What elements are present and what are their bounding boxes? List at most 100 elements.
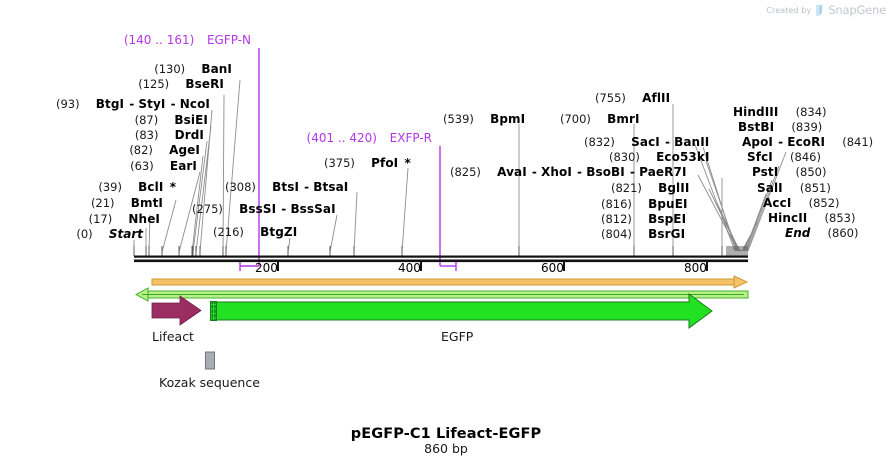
site-label-bcli[interactable]: (39) BclI * [0, 178, 176, 194]
site-name-nhei: NheI [128, 212, 160, 226]
site-pos-aflii: (755) [595, 91, 626, 105]
feature-label-egfp-n[interactable]: (140 .. 161) EGFP-N [0, 34, 251, 46]
site-pos-nhei: (17) [88, 212, 113, 226]
site-label-start[interactable]: (0) Start [0, 225, 143, 241]
site-name-aflii: AflII [642, 91, 671, 105]
plasmid-length: 860 bp [424, 441, 468, 456]
site-label-avai-cluster[interactable]: (825) AvaI - XhoI - BsoBI - PaeR7I [450, 165, 687, 179]
ruler-label-600: 600 [541, 261, 564, 275]
egfp-label: EGFP [441, 329, 474, 344]
site-name-eari: EarI [169, 159, 197, 173]
site-pos-end: (860) [827, 226, 859, 240]
site-pos-acci: (852) [808, 196, 840, 210]
site-label-bsssi-bsssai[interactable]: (275) BssSI - BssSaI [192, 202, 336, 216]
site-label-hincii[interactable]: HincII (853) [768, 209, 855, 225]
ruler-ticks [277, 262, 708, 271]
site-label-agei[interactable]: (82) AgeI [0, 141, 200, 157]
site-name-bpmi: BpmI [490, 112, 526, 126]
site-label-btsi-btsai[interactable]: (308) BtsI - BtsaI [225, 180, 349, 194]
site-pos-agei: (82) [129, 143, 153, 157]
site-pos-bpmi: (539) [443, 112, 474, 126]
egfp-arrow[interactable] [210, 293, 713, 329]
site-name-btgi: BtgI [95, 97, 125, 111]
site-pos-bsssi: (275) [192, 202, 223, 216]
site-pos-bani: (130) [154, 62, 186, 76]
site-label-hindiii[interactable]: HindIII (834) [733, 103, 827, 119]
site-name-acci: AccI [763, 196, 792, 210]
site-label-eco53ki[interactable]: (830) Eco53kI [609, 148, 710, 164]
site-label-bseri[interactable]: (125) BseRI [0, 75, 224, 91]
site-pos-bmti: (21) [90, 196, 115, 210]
site-pos-bseri: (125) [138, 77, 170, 91]
mrna-track [135, 287, 749, 302]
site-name-hincii: HincII [768, 211, 808, 225]
site-label-bpmi[interactable]: (539) BpmI [443, 110, 525, 126]
site-label-bpuei[interactable]: (816) BpuEI [601, 195, 688, 211]
site-label-bspei[interactable]: (812) BspEI [601, 210, 686, 226]
site-name-bsssi: BssSI [239, 202, 277, 216]
site-name-eco53ki: Eco53kI [656, 150, 710, 164]
site-pos-pfoi: (375) [324, 156, 355, 170]
lifeact-arrow[interactable] [151, 295, 202, 326]
site-name-bpuei: BpuEI [648, 197, 688, 211]
site-name-agei: AgeI [169, 143, 200, 157]
watermark-brand-text: SnapGene [828, 3, 886, 17]
site-name-psti: PstI [752, 165, 779, 179]
site-label-btgi-styi-ncoi[interactable]: (93) BtgI - StyI - NcoI [55, 97, 210, 111]
orf-track [151, 275, 749, 289]
ruler-label-800: 800 [684, 261, 707, 275]
site-pos-bstbi: (839) [791, 120, 823, 134]
feature-label-exfp-r[interactable]: (401 .. 420) EXFP-R [0, 132, 432, 144]
site-pos-saci: (832) [584, 135, 615, 149]
site-label-drdi[interactable]: (83) DrdI [0, 126, 204, 142]
restriction-site-ticks [133, 246, 748, 256]
site-label-bstbi[interactable]: BstBI (839) [738, 118, 822, 134]
site-name-banii: BanII [674, 135, 710, 149]
kozak-sequence-box[interactable] [205, 351, 215, 370]
site-label-saci-banii[interactable]: (832) SacI - BanII [584, 135, 710, 149]
site-pos-ecori: (841) [842, 135, 874, 149]
site-pos-btgzi: (216) [213, 225, 244, 239]
feature-name-egfp-n: EGFP-N [206, 33, 251, 47]
site-pos-hindiii: (834) [795, 105, 827, 119]
site-pos-btgi: (93) [55, 97, 80, 111]
site-name-sfci: SfcI [747, 150, 773, 164]
site-name-bsobi: BsoBI [586, 165, 625, 179]
site-name-bcli: BclI [138, 180, 164, 194]
site-label-bmri[interactable]: (700) BmrI [560, 110, 640, 126]
site-label-nhei[interactable]: (17) NheI [0, 210, 160, 226]
site-name-avai: AvaI [497, 165, 527, 179]
site-name-start: Start [108, 227, 143, 241]
site-label-end[interactable]: End (860) [785, 224, 858, 240]
site-name-bsssai: BssSaI [290, 202, 336, 216]
site-label-bglii[interactable]: (821) BglII [611, 179, 689, 195]
site-label-pfoi[interactable]: (375) PfoI * [324, 154, 411, 170]
site-label-acci[interactable]: AccI (852) [763, 194, 840, 210]
site-label-apoi-ecori[interactable]: ApoI - EcoRI (841) [742, 135, 874, 149]
site-label-sfci[interactable]: SfcI (846) [747, 148, 821, 164]
plasmid-title: pEGFP-C1 Lifeact-EGFP [350, 426, 542, 442]
site-pos-drdi: (83) [134, 128, 159, 142]
site-name-bmti: BmtI [130, 196, 163, 210]
site-label-bsiei[interactable]: (87) BsiEI [0, 111, 208, 127]
site-pos-btsi: (308) [225, 180, 256, 194]
site-name-ncoi: NcoI [179, 97, 210, 111]
site-name-bsrgi: BsrGI [648, 227, 686, 241]
site-label-bsrgi[interactable]: (804) BsrGI [601, 225, 685, 241]
site-name-bspei: BspEI [648, 212, 687, 226]
feature-name-exfp-r: EXFP-R [389, 131, 432, 145]
site-label-eari[interactable]: (63) EarI [0, 157, 197, 173]
site-label-bmti[interactable]: (21) BmtI [0, 194, 163, 210]
site-pos-bmri: (700) [560, 112, 591, 126]
site-name-bglii: BglII [658, 181, 690, 195]
site-label-btgzi[interactable]: (216) BtgZI [213, 223, 297, 239]
site-label-sali[interactable]: SalI (851) [757, 179, 831, 195]
feature-range-egfp-n: (140 .. 161) [123, 33, 195, 47]
site-name-paer7i: PaeR7I [639, 165, 687, 179]
site-label-bani[interactable]: (130) BanI [0, 60, 232, 76]
ruler-label-200: 200 [255, 261, 278, 275]
site-label-aflii[interactable]: (755) AflII [595, 89, 670, 105]
site-label-psti[interactable]: PstI (850) [752, 163, 826, 179]
site-pos-bglii: (821) [611, 181, 642, 195]
